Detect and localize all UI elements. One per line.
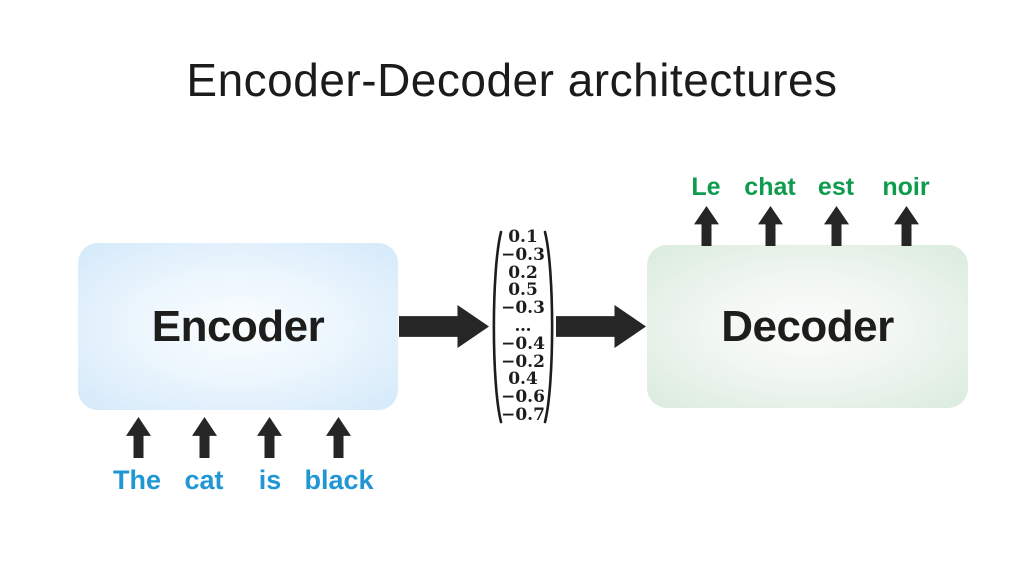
input-word-is: is <box>258 465 282 495</box>
vector-to-decoder-arrow-icon <box>556 305 646 348</box>
output-word-chat: chat <box>744 173 796 201</box>
hidden-state-vector: 0.1 −0.3 0.2 0.5 −0.3 … −0.4 −0.2 0.4 −0… <box>500 227 546 425</box>
vector-value: 0.4 <box>508 369 538 390</box>
vector-value: 0.1 <box>508 227 538 247</box>
vector-value: −0.6 <box>501 387 545 408</box>
decoder-label: Decoder <box>721 301 894 351</box>
encoder-label: Encoder <box>151 301 325 351</box>
input-word-black: black <box>304 465 374 495</box>
slide-title: Encoder-Decoder architectures <box>186 54 838 106</box>
vector-value: −0.3 <box>501 298 545 319</box>
vector-value: −0.4 <box>501 333 545 354</box>
vector-ellipsis: … <box>514 315 532 336</box>
output-arrow-icon <box>894 206 919 246</box>
vector-value: −0.2 <box>501 351 545 372</box>
vector-value: 0.2 <box>508 262 538 283</box>
output-word-le: Le <box>691 173 721 201</box>
input-arrow-icon <box>326 417 351 458</box>
encoder-to-vector-arrow-icon <box>399 305 489 348</box>
input-word-cat: cat <box>184 465 224 495</box>
input-arrow-icon <box>257 417 282 458</box>
decoder-box: Decoder <box>647 245 968 408</box>
input-arrow-icon <box>192 417 217 458</box>
vector-value: 0.5 <box>508 280 538 301</box>
vector-value: −0.7 <box>501 404 545 425</box>
output-arrow-icon <box>758 206 783 246</box>
output-word-noir: noir <box>882 173 930 201</box>
output-arrow-icon <box>824 206 849 246</box>
output-arrow-icon <box>694 206 719 246</box>
output-word-est: est <box>817 173 855 201</box>
vector-value: −0.3 <box>501 244 545 265</box>
encoder-box: Encoder <box>78 243 398 410</box>
input-arrow-icon <box>126 417 151 458</box>
input-word-the: The <box>112 465 162 495</box>
